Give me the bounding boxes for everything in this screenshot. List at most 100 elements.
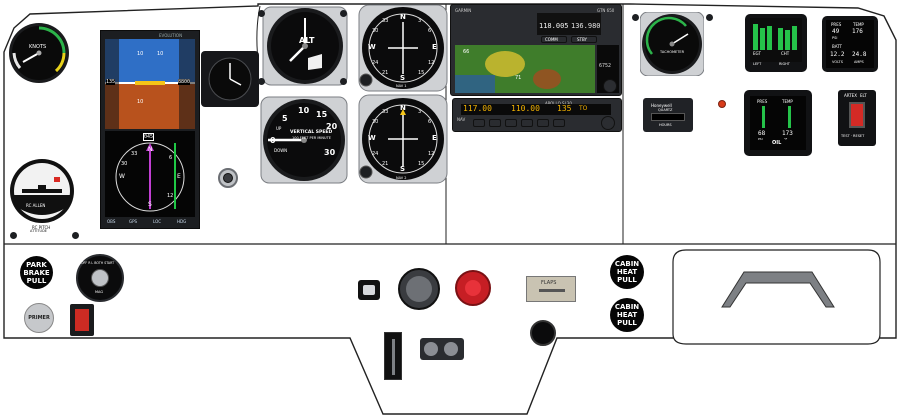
toggle-switch[interactable] xyxy=(424,342,438,356)
egt-bar xyxy=(760,28,765,50)
cabin-air-knob[interactable] xyxy=(530,320,556,346)
map-label: 71 xyxy=(515,75,522,81)
gps-tab-comm[interactable] xyxy=(541,36,567,43)
efis-pitch-label: 10 xyxy=(157,51,164,57)
hsi-top-w: W xyxy=(368,43,376,51)
egt-screen xyxy=(750,18,802,62)
hsi-bottom-e: E xyxy=(432,134,437,142)
gps-freq-box xyxy=(537,13,601,35)
screw xyxy=(258,78,265,85)
nav-button[interactable] xyxy=(521,119,533,127)
hsi-top-6: 6 xyxy=(428,28,432,34)
nav-button[interactable] xyxy=(505,119,517,127)
engine-pres-value: 49 xyxy=(832,28,840,35)
gps-ete: 6752 xyxy=(599,63,612,69)
master-switch[interactable] xyxy=(70,304,94,336)
attitude-sub2: ATTITUDE xyxy=(30,229,47,233)
small-switch[interactable] xyxy=(358,280,380,300)
efis-pitch-label: 10 xyxy=(137,99,144,105)
nav-button[interactable] xyxy=(553,119,565,127)
map-terrain xyxy=(485,51,525,77)
throttle-knob-center xyxy=(406,276,432,302)
efis-compass-6: 6 xyxy=(169,155,173,161)
nav-button[interactable] xyxy=(473,119,485,127)
magneto-key[interactable] xyxy=(91,269,109,287)
throttle-knob[interactable] xyxy=(398,268,440,310)
airspeed-unit: KNOTS xyxy=(29,44,47,50)
cabin-heat2-line2: HEAT xyxy=(616,311,638,319)
toggle-switch-pair[interactable] xyxy=(420,338,464,360)
oil-screen: PRES TEMP 68 173 PSI °F OIL xyxy=(750,96,806,150)
toggle-switch[interactable] xyxy=(444,342,458,356)
hobbs-sub: QUARTZ xyxy=(658,108,673,112)
hsi-bottom-w: W xyxy=(368,134,376,142)
park-brake-line3: PULL xyxy=(26,276,47,285)
small-switch-face xyxy=(363,285,375,295)
nav-button[interactable] xyxy=(489,119,501,127)
screw xyxy=(72,232,79,239)
gps-tab-stby[interactable] xyxy=(571,36,597,43)
efis-compass-33: 33 xyxy=(131,151,138,157)
cabin-heat-line3: PULL xyxy=(617,276,637,284)
cabin-heat2-line3: PULL xyxy=(617,319,637,327)
magneto-switch[interactable]: OFF R L BOTH START MAG xyxy=(76,254,124,302)
cabin-heat2-line1: CABIN xyxy=(614,303,640,311)
nav-button[interactable] xyxy=(537,119,549,127)
hsi-top-33: 33 xyxy=(382,18,389,24)
vsi-tick: 20 xyxy=(326,122,338,131)
nav-obs: 135 xyxy=(557,104,572,113)
engine-pres-label: PRES xyxy=(831,22,842,27)
efis-key-loc[interactable]: LOC xyxy=(153,219,162,224)
engine-volts-label: VOLTS xyxy=(832,60,843,64)
hsi-top-15: 15 xyxy=(418,70,425,76)
efis-compass-n: N xyxy=(148,146,153,153)
oil-pres-unit: PSI xyxy=(758,137,763,141)
oil-gauge: PRES TEMP 68 173 PSI °F OIL xyxy=(744,90,812,156)
mixture-knob[interactable] xyxy=(455,270,491,306)
efis-pfd: 10 10 10 8800 135 xyxy=(105,39,195,129)
hsi-bottom-6: 6 xyxy=(428,119,432,125)
hsi-top: N E S W 33 30 3 6 12 15 21 24 NAV 1 xyxy=(358,4,448,92)
efis-compass-12: 12 xyxy=(167,193,174,199)
gps-knob[interactable] xyxy=(603,79,617,93)
elt-label: ELT xyxy=(860,93,867,98)
efis-header: EVOLUTION xyxy=(159,33,183,38)
egt-left-label: LEFT xyxy=(753,62,762,66)
tachometer: TACHOMETER xyxy=(639,11,705,77)
egt-right-label: RIGHT xyxy=(779,62,790,66)
oil-temp-unit: °F xyxy=(784,137,788,141)
hsi-top-s: S xyxy=(400,74,406,82)
screw xyxy=(706,14,713,21)
hobbs-window xyxy=(651,113,685,121)
oil-pres-label: PRES xyxy=(757,99,768,104)
efis-key-hdg[interactable]: HDG xyxy=(177,219,187,224)
altimeter: ALT xyxy=(262,6,348,86)
vertical-speed-indicator: VERTICAL SPEED 100 FEET PER MINUTE 5 10 … xyxy=(260,96,348,184)
tachometer-label: TACHOMETER xyxy=(660,50,685,54)
flaps-selector[interactable]: FLAPS xyxy=(526,276,576,302)
park-brake-line1: PARK xyxy=(26,260,47,269)
hobbs-label: HOURS xyxy=(659,123,672,127)
nav-radio: APOLLO SL30 117.00 110.00 135 TO NAV xyxy=(452,98,622,132)
efis-key-gps[interactable]: GPS xyxy=(129,219,138,224)
map-water xyxy=(455,75,495,93)
nav-knob[interactable] xyxy=(601,116,615,130)
cht-bar xyxy=(785,30,790,50)
elt-switch[interactable] xyxy=(849,102,865,128)
magneto-label: OFF R L BOTH START xyxy=(81,261,115,265)
warning-light xyxy=(718,100,726,108)
hsi-bottom-n: N xyxy=(400,104,406,112)
hsi-bottom-33: 33 xyxy=(382,109,389,115)
oil-title: OIL xyxy=(772,140,782,146)
efis-key-obs[interactable]: OBS xyxy=(107,219,116,224)
primer-knob[interactable]: PRIMER xyxy=(24,303,54,333)
master-switch-rocker[interactable] xyxy=(75,309,89,331)
flaps-label: FLAPS xyxy=(541,280,557,286)
efis-altitude: 8800 xyxy=(178,79,191,85)
elevator-trim[interactable] xyxy=(384,332,402,380)
park-brake-line2: BRAKE xyxy=(23,268,50,277)
engine-amps-value: 24.8 xyxy=(852,51,867,58)
gps-model: GTN 650 xyxy=(597,8,615,13)
hsi-top-label: NAV 1 xyxy=(396,84,407,88)
magneto-sub-label: MAG xyxy=(95,290,104,294)
